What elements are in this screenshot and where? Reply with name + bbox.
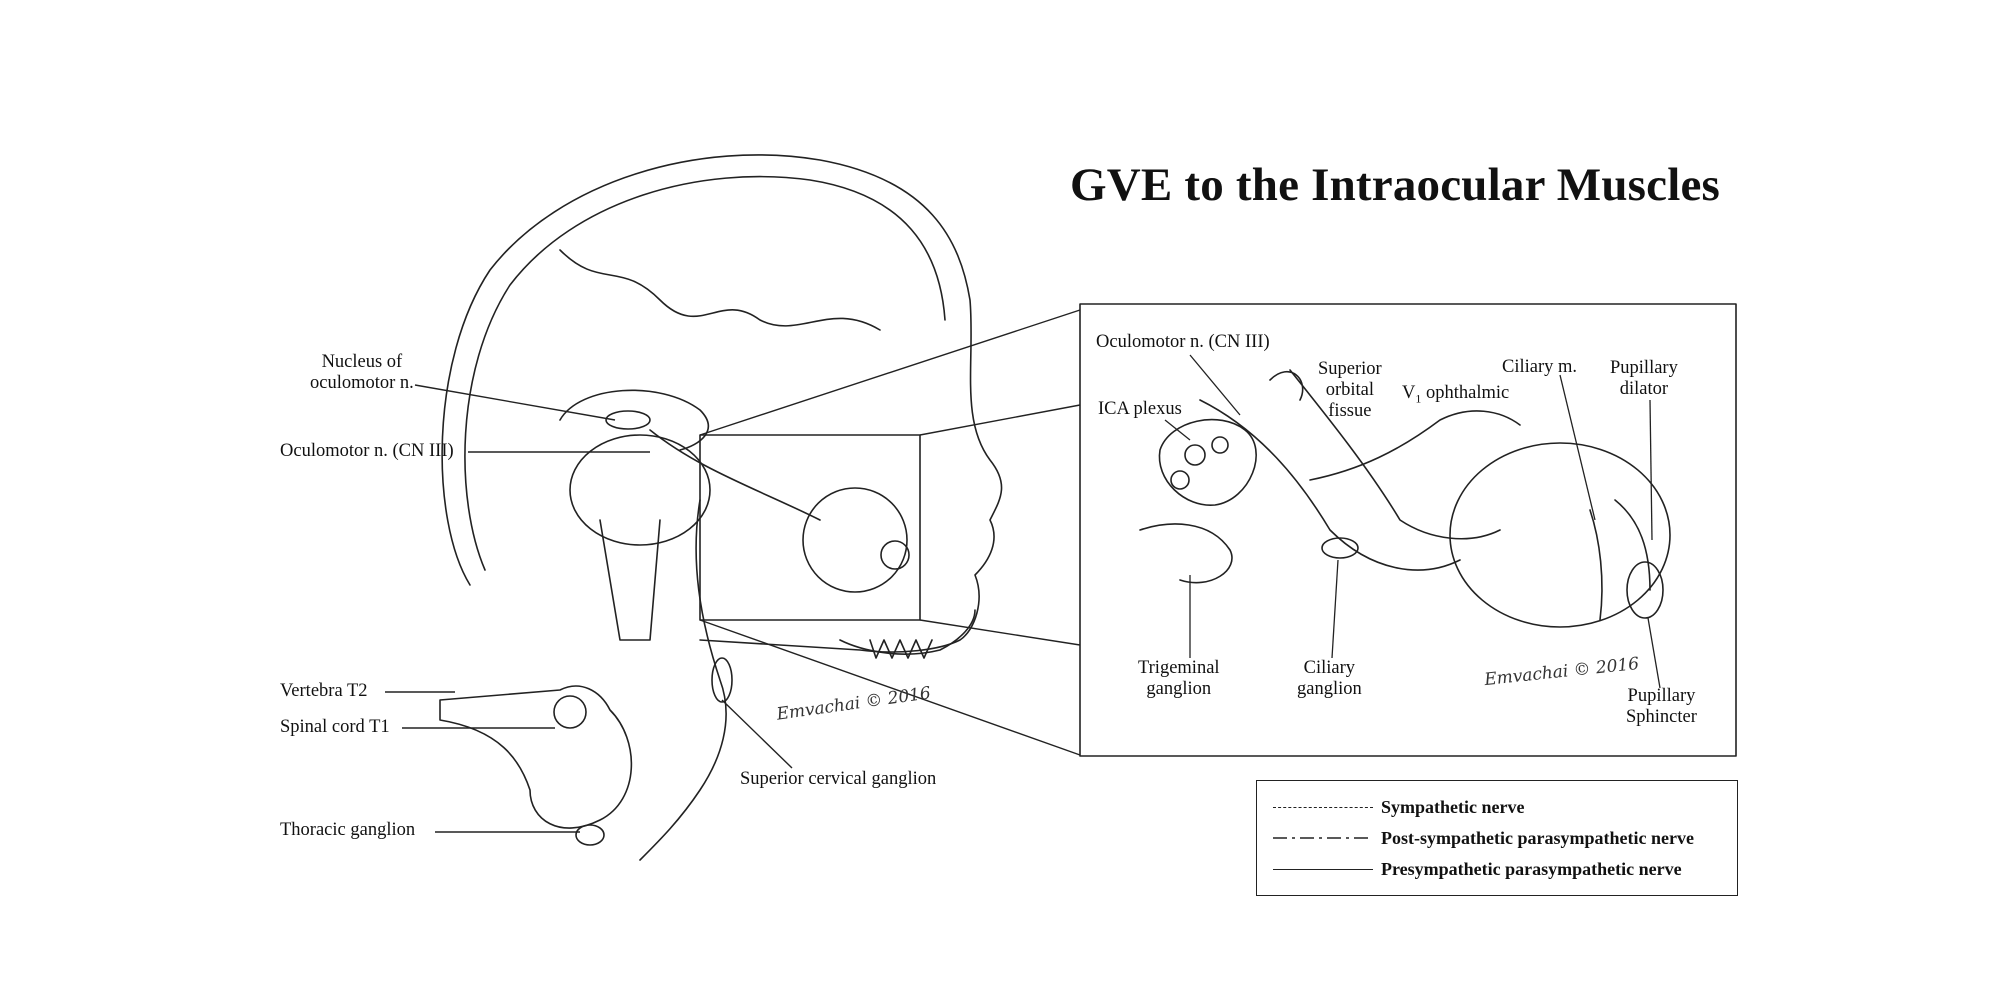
label-ica-plexus: ICA plexus bbox=[1098, 399, 1182, 419]
ica-plexus bbox=[1158, 418, 1257, 506]
nucleus-shape bbox=[605, 410, 651, 430]
label-trigeminal-ganglion: Trigeminal ganglion bbox=[1138, 658, 1220, 699]
jaw bbox=[839, 609, 976, 655]
skull-inner bbox=[464, 175, 946, 571]
eyeball bbox=[802, 487, 908, 593]
inset-eye-lens bbox=[1626, 561, 1664, 619]
label-pupillary-sphincter: Pupillary Sphincter bbox=[1626, 686, 1697, 727]
nerve-bundle bbox=[1199, 399, 1461, 571]
sympathetic-chain bbox=[639, 499, 727, 861]
legend-row-presympathetic: Presympathetic parasympathetic nerve bbox=[1273, 856, 1682, 882]
inset-eyeball bbox=[1449, 442, 1671, 628]
trigeminal-ganglion bbox=[1139, 523, 1233, 584]
label-thoracic-ganglion: Thoracic ganglion bbox=[280, 820, 416, 840]
label-vertebra: Vertebra T2 bbox=[280, 681, 368, 701]
legend-line-solid bbox=[1273, 868, 1373, 870]
vertebra bbox=[439, 685, 633, 829]
zoom-connector bbox=[699, 309, 1081, 436]
leader-ica bbox=[1164, 419, 1191, 441]
oculomotor-nerve bbox=[649, 429, 821, 521]
zoom-connector bbox=[919, 404, 1081, 436]
label-inset-oculomotor: Oculomotor n. (CN III) bbox=[1096, 332, 1270, 352]
leader-scg bbox=[721, 699, 793, 769]
ica-plexus-cell bbox=[1170, 470, 1190, 490]
ciliary-ganglion bbox=[1321, 537, 1359, 559]
zoom-connector bbox=[699, 619, 1081, 756]
superior-orbital-structure bbox=[1269, 371, 1304, 401]
spinal-cord bbox=[553, 695, 587, 729]
zoom-box bbox=[699, 434, 921, 621]
suture bbox=[559, 249, 881, 331]
iris bbox=[880, 540, 910, 570]
leader-ciliary-ganglion bbox=[1331, 559, 1339, 659]
skull-outline bbox=[441, 154, 1003, 653]
label-nucleus-oculomotor: Nucleus of oculomotor n. bbox=[310, 352, 414, 393]
ica-plexus-cell bbox=[1211, 436, 1229, 454]
brainstem bbox=[599, 519, 661, 641]
label-superior-orbital-fissue: Superior orbital fissue bbox=[1318, 359, 1382, 421]
label-ciliary-m: Ciliary m. bbox=[1502, 357, 1578, 377]
legend-row-sympathetic: Sympathetic nerve bbox=[1273, 794, 1524, 820]
label-pupillary-dilator: Pupillary dilator bbox=[1610, 358, 1678, 399]
label-ciliary-ganglion: Ciliary ganglion bbox=[1297, 658, 1362, 699]
legend-label: Post-sympathetic parasympathetic nerve bbox=[1381, 827, 1694, 848]
leader-inset-oculomotor bbox=[1189, 354, 1241, 416]
v1-word: ophthalmic bbox=[1421, 383, 1510, 403]
label-superior-cervical-ganglion: Superior cervical ganglion bbox=[740, 769, 937, 789]
thoracic-ganglion bbox=[575, 824, 605, 846]
legend-label: Presympathetic parasympathetic nerve bbox=[1381, 858, 1682, 879]
page-title: GVE to the Intraocular Muscles bbox=[1070, 159, 1721, 211]
label-oculomotor-nerve: Oculomotor n. (CN III) bbox=[280, 441, 454, 461]
pupillary-dilator-shape bbox=[1614, 499, 1651, 591]
leader-dilator bbox=[1649, 399, 1653, 541]
leader-nucleus bbox=[414, 384, 616, 421]
midbrain bbox=[559, 389, 709, 451]
legend: Sympathetic nerve Post-sympathetic paras… bbox=[1256, 780, 1738, 896]
label-v1-ophthalmic: V1 ophthalmic bbox=[1402, 383, 1509, 410]
superior-cervical-ganglion bbox=[711, 657, 733, 703]
zoom-connector bbox=[919, 619, 1081, 646]
ciliary-muscle bbox=[1589, 509, 1603, 621]
legend-line-dashed bbox=[1273, 806, 1373, 808]
ica-plexus-cell bbox=[1184, 444, 1206, 466]
label-spinal-cord: Spinal cord T1 bbox=[280, 717, 390, 737]
inset-frame bbox=[1079, 303, 1737, 757]
v1-subscript: 1 bbox=[1415, 391, 1422, 406]
cerebellum bbox=[569, 434, 711, 546]
teeth bbox=[869, 639, 933, 659]
v1-letter: V bbox=[1402, 383, 1416, 403]
leader-sphincter bbox=[1647, 617, 1661, 689]
nerve-bundle bbox=[1309, 410, 1521, 481]
legend-label: Sympathetic nerve bbox=[1381, 796, 1525, 817]
leader-ciliary-m bbox=[1559, 374, 1596, 521]
legend-row-post-sympathetic: Post-sympathetic parasympathetic nerve bbox=[1273, 825, 1694, 851]
legend-line-dashdot bbox=[1273, 837, 1373, 839]
nerve-bundle bbox=[1289, 369, 1501, 540]
